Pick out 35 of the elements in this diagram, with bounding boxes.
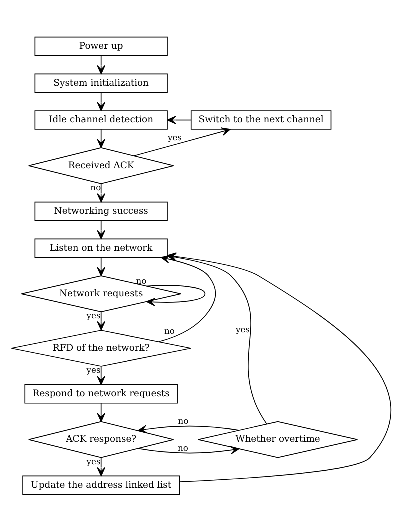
node-box: Power up xyxy=(34,36,168,56)
arrow xyxy=(134,127,231,156)
node-box: Switch to the next channel xyxy=(190,110,332,130)
edge-label: no xyxy=(178,415,189,426)
edge-label: no xyxy=(90,182,102,192)
arrow xyxy=(97,366,106,385)
node-diamond: Received ACK xyxy=(28,146,174,184)
node-box: Respond to network requests xyxy=(24,384,178,404)
arrow xyxy=(97,220,106,240)
arrow xyxy=(146,284,206,306)
arrow xyxy=(167,116,192,124)
node-diamond: Whether overtime xyxy=(198,420,358,458)
node-box: System initialization xyxy=(34,73,168,93)
edge-label: yes xyxy=(168,132,182,142)
node-box: Listen on the network xyxy=(34,238,168,258)
edge-label: no xyxy=(178,442,188,452)
arrow xyxy=(97,183,106,202)
edge-label: no xyxy=(136,275,147,286)
arrow xyxy=(97,92,106,111)
node-box: Idle channel detection xyxy=(34,110,168,130)
arrow xyxy=(97,402,106,422)
arrow xyxy=(97,55,106,74)
arrow xyxy=(97,128,106,148)
edge-label: yes xyxy=(86,364,101,375)
arrow xyxy=(97,457,106,476)
edge-label: yes xyxy=(236,324,250,334)
arrow xyxy=(138,446,240,454)
node-box: Update the address linked list xyxy=(22,475,180,495)
arrow xyxy=(97,256,106,276)
edge-label: yes xyxy=(86,310,101,320)
arrow xyxy=(138,424,240,434)
arrow xyxy=(97,311,106,330)
node-box: Networking success xyxy=(34,201,168,221)
edge-label: yes xyxy=(86,456,101,466)
node-diamond: ACK response? xyxy=(28,420,174,458)
